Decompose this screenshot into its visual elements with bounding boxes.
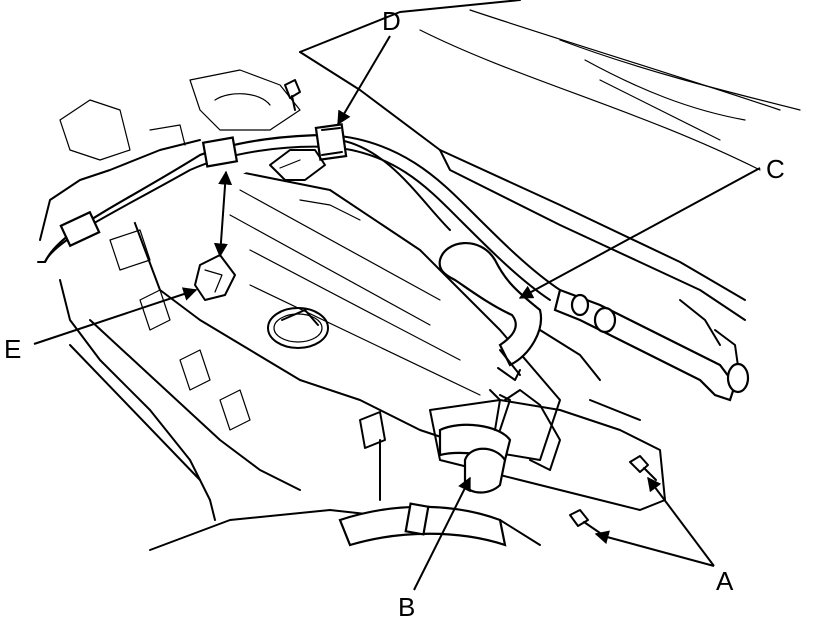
hose-bracket-e (194, 254, 236, 301)
callout-label-a: A (716, 566, 734, 596)
bolt-a1 (629, 455, 657, 481)
bolt-top (284, 79, 301, 111)
hose-joint-left (59, 210, 101, 248)
hose-c (438, 242, 543, 381)
hose-clamp-d (269, 123, 348, 181)
callout-label-c: C (766, 154, 785, 184)
oil-filler-cap (267, 307, 329, 349)
lower-assembly (338, 389, 666, 547)
pcv-hose-clamp-b (463, 447, 507, 494)
callout-b: B (398, 476, 471, 622)
clearance-indicator (213, 170, 233, 258)
callout-a: A (594, 476, 734, 596)
hose-joint-mid (201, 136, 239, 168)
engine-block (39, 69, 421, 551)
callout-d: D (337, 6, 401, 126)
callout-c: C (518, 154, 785, 299)
bolt-a2 (569, 509, 601, 534)
callout-e: E (4, 170, 233, 364)
callout-label-b: B (398, 592, 415, 622)
callout-label-d: D (382, 6, 401, 36)
callout-label-e: E (4, 334, 21, 364)
right-hoses (539, 288, 750, 402)
hood-panel (299, 0, 801, 321)
upper-hose (37, 133, 561, 301)
